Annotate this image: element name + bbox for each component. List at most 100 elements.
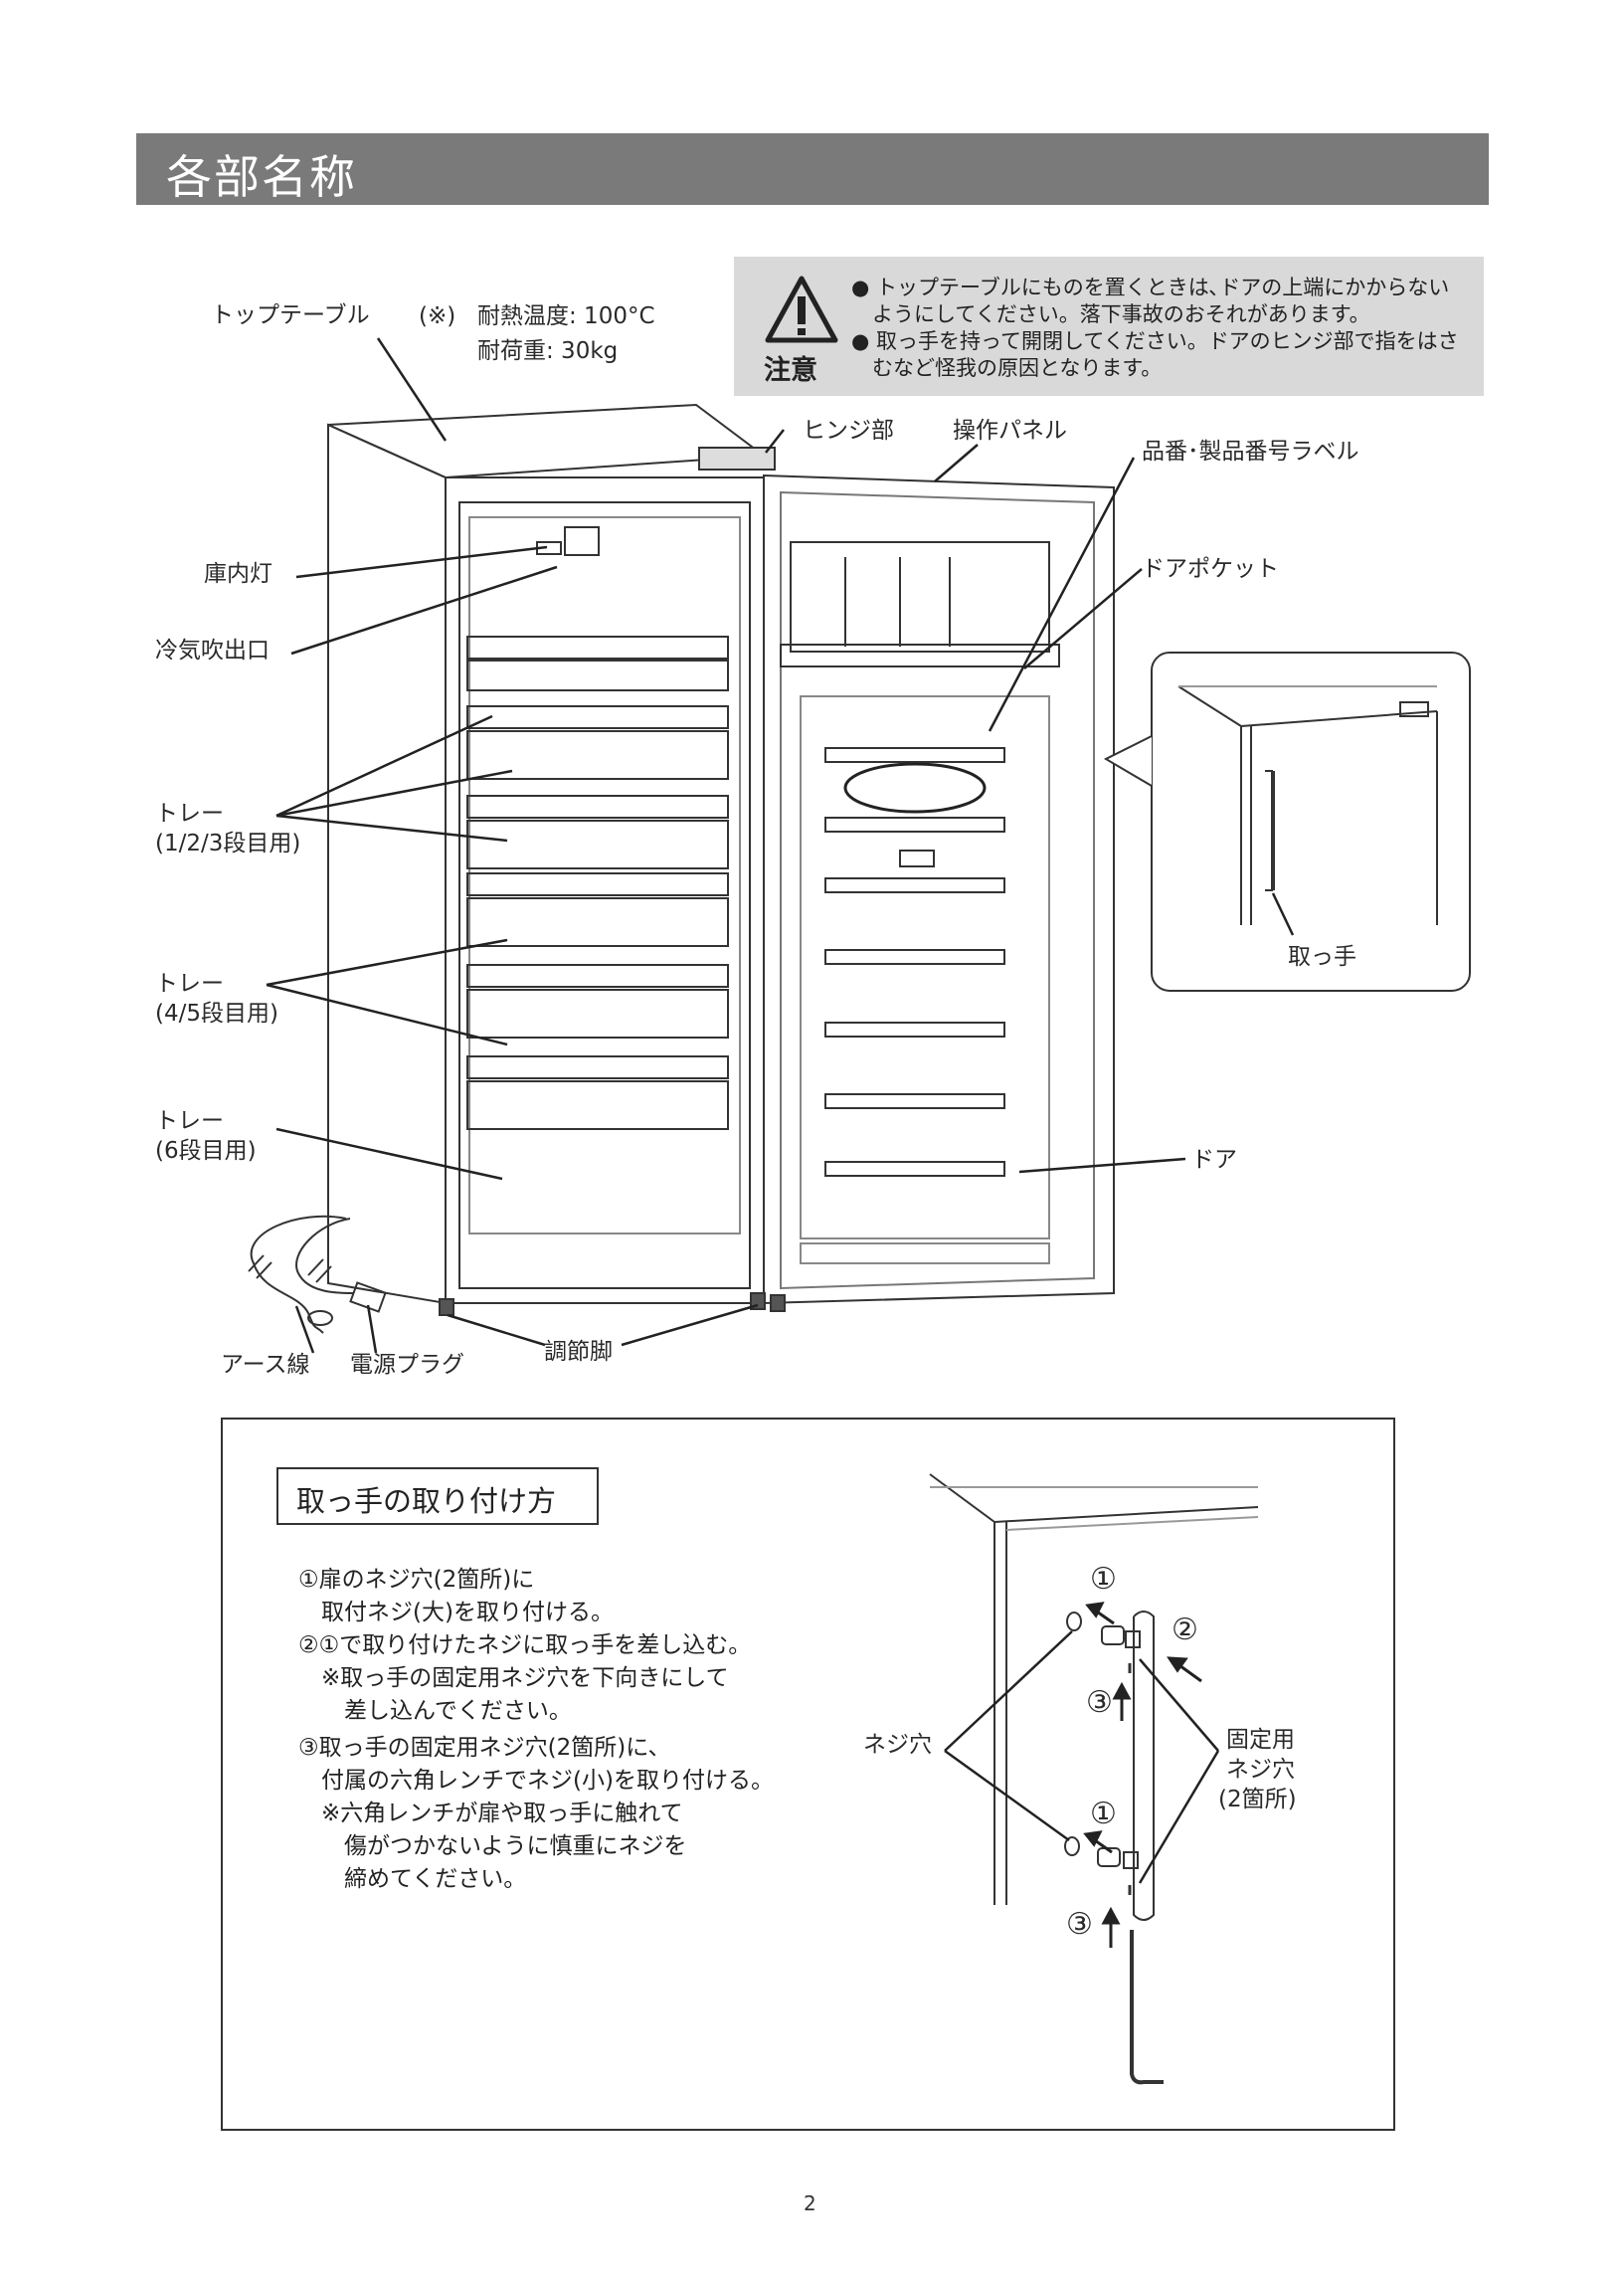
leader-tray-6: [275, 1127, 503, 1181]
cabinet-inner-back: [468, 516, 741, 1234]
leader-door: [1018, 1157, 1186, 1174]
earth-wire-cable: [250, 1215, 347, 1334]
handle-install-diagram: [929, 1473, 1259, 2085]
label-hinge: ヒンジ部: [803, 418, 894, 444]
screw-hole-bottom: [1064, 1836, 1080, 1856]
label-tray-45-a: トレー: [155, 971, 224, 997]
install-step-line-3: ②①で取り付けたネジに取っ手を差し込む。: [298, 1632, 752, 1658]
install-step-line-5: 差し込んでください。: [298, 1698, 572, 1724]
install-num-1-top: ①: [1090, 1562, 1117, 1597]
label-adjust-foot: 調節脚: [544, 1339, 613, 1365]
door-pocket-top: [790, 541, 1050, 653]
leader-power-plug: [366, 1304, 378, 1354]
caution-line-1: ● トップテーブルにものを置くときは､ドアの上端にかからない: [851, 276, 1450, 299]
install-step-line-9: 傷がつかないように慎重にネジを: [298, 1833, 687, 1859]
install-step-line-6: ③取っ手の固定用ネジ穴(2箇所)に、: [298, 1735, 671, 1761]
caution-word: 注意: [764, 355, 817, 386]
power-plug-body: [349, 1281, 387, 1313]
label-power-plug: 電源プラグ: [350, 1352, 464, 1378]
label-interior-light: 庫内灯: [204, 561, 272, 587]
label-fixing-c: (2箇所): [1218, 1787, 1297, 1812]
hex-wrench: [1130, 1930, 1164, 2085]
adjust-foot-left: [439, 1298, 454, 1316]
install-num-1-bottom: ①: [1090, 1797, 1117, 1831]
install-step-line-7: 付属の六角レンチでネジ(小)を取り付ける。: [298, 1768, 774, 1794]
leader-door-pocket: [1023, 568, 1143, 669]
section-title: 各部名称: [166, 150, 357, 204]
product-label-ellipse: [843, 762, 987, 814]
screw-boss-top: [1125, 1630, 1141, 1648]
install-handle-bar: [1133, 1611, 1155, 1921]
leader-foot-right: [621, 1303, 759, 1347]
caution-box: 注意 ● トップテーブルにものを置くときは､ドアの上端にかからない ようにしてく…: [734, 257, 1484, 396]
install-num-3-bottom: ③: [1066, 1907, 1093, 1942]
spec-load: 耐荷重: 30kg: [477, 338, 619, 364]
caution-line-2: ようにしてください。落下事故のおそれがあります。: [851, 302, 1370, 326]
leader-foot-left: [447, 1313, 546, 1347]
label-screw-hole: ネジ穴: [863, 1732, 932, 1758]
label-tray-123-a: トレー: [155, 801, 224, 827]
label-control-panel: 操作パネル: [953, 418, 1067, 444]
warning-triangle-icon: [765, 276, 838, 343]
leader-screw-hole-bottom: [944, 1749, 1070, 1842]
door-outline: [763, 474, 1115, 1305]
label-tray-6-b: (6段目用): [155, 1138, 257, 1164]
install-step-line-4: ※取っ手の固定用ネジ穴を下向きにして: [298, 1665, 729, 1691]
leader-hinge: [765, 429, 785, 454]
handle-callout-pointer: [1103, 735, 1153, 787]
door-inner-outline: [780, 490, 1095, 1290]
label-fixing-b: ネジ穴: [1226, 1757, 1295, 1783]
power-cable: [295, 1218, 354, 1294]
handle-callout-box: [1151, 652, 1471, 992]
label-cold-air-outlet: 冷気吹出口: [155, 638, 270, 664]
section-header: 各部名称: [136, 133, 1489, 205]
label-top-table: トップテーブル: [211, 302, 370, 328]
leader-product-label: [988, 457, 1136, 732]
spec-note-mark: (※): [419, 303, 456, 329]
label-tray-45-b: (4/5段目用): [155, 1001, 278, 1027]
install-step-line-10: 締めてください。: [298, 1866, 527, 1892]
caution-line-3: ● 取っ手を持って開閉してください。ドアのヒンジ部で指をはさ: [851, 329, 1459, 353]
door-pocket-rail: [780, 644, 1060, 667]
cabinet-trays: [466, 636, 729, 1130]
label-tray-6-a: トレー: [155, 1108, 224, 1134]
leader-tray-123: [275, 814, 508, 843]
screw-large-top: [1101, 1625, 1125, 1645]
page-number: 2: [804, 2191, 816, 2215]
label-product-label: 品番･製品番号ラベル: [1142, 439, 1359, 465]
leader-tray-45: [266, 983, 508, 1046]
door-shelf-slots: [824, 747, 1005, 1177]
screw-large-bottom: [1097, 1847, 1121, 1867]
label-earth-wire: アース線: [221, 1352, 310, 1378]
caution-line-4: むなど怪我の原因となります。: [851, 356, 1163, 380]
leader-handle: [1271, 892, 1295, 936]
leader-fixing-top: [1139, 1658, 1219, 1752]
leader-control-panel: [934, 444, 979, 482]
handle-install-box: [221, 1418, 1395, 2131]
leader-screw-hole-top: [944, 1630, 1073, 1752]
label-door-pocket: ドアポケット: [1142, 556, 1279, 582]
screw-boss-bottom: [1123, 1851, 1139, 1869]
label-handle: 取っ手: [1288, 944, 1356, 970]
cabinet-inner-opening: [458, 501, 751, 1289]
adjust-foot-right: [770, 1294, 786, 1312]
leader-fixing-bottom: [1138, 1750, 1220, 1884]
install-title: 取っ手の取り付け方: [296, 1484, 557, 1518]
hinge-part: [698, 447, 776, 471]
leader-top-table: [376, 337, 448, 442]
install-num-2: ②: [1172, 1613, 1198, 1647]
freezer-diagram: [248, 337, 1471, 1354]
door-inner-panel: [800, 695, 1050, 1239]
leader-interior-light: [295, 545, 548, 579]
install-title-box: 取っ手の取り付け方: [276, 1467, 599, 1525]
label-fixing-a: 固定用: [1226, 1727, 1295, 1753]
install-num-3-top: ③: [1086, 1685, 1113, 1720]
install-step-line-8: ※六角レンチが扉や取っ手に触れて: [298, 1801, 683, 1826]
spec-heat: 耐熱温度: 100°C: [477, 303, 655, 329]
label-tray-123-b: (1/2/3段目用): [155, 831, 301, 856]
leader-earth-wire: [294, 1305, 315, 1354]
screw-hole-top: [1066, 1612, 1082, 1631]
handle-callout-hinge: [1399, 701, 1429, 717]
interior-light-fixture: [564, 526, 600, 556]
label-door: ドア: [1191, 1147, 1237, 1173]
